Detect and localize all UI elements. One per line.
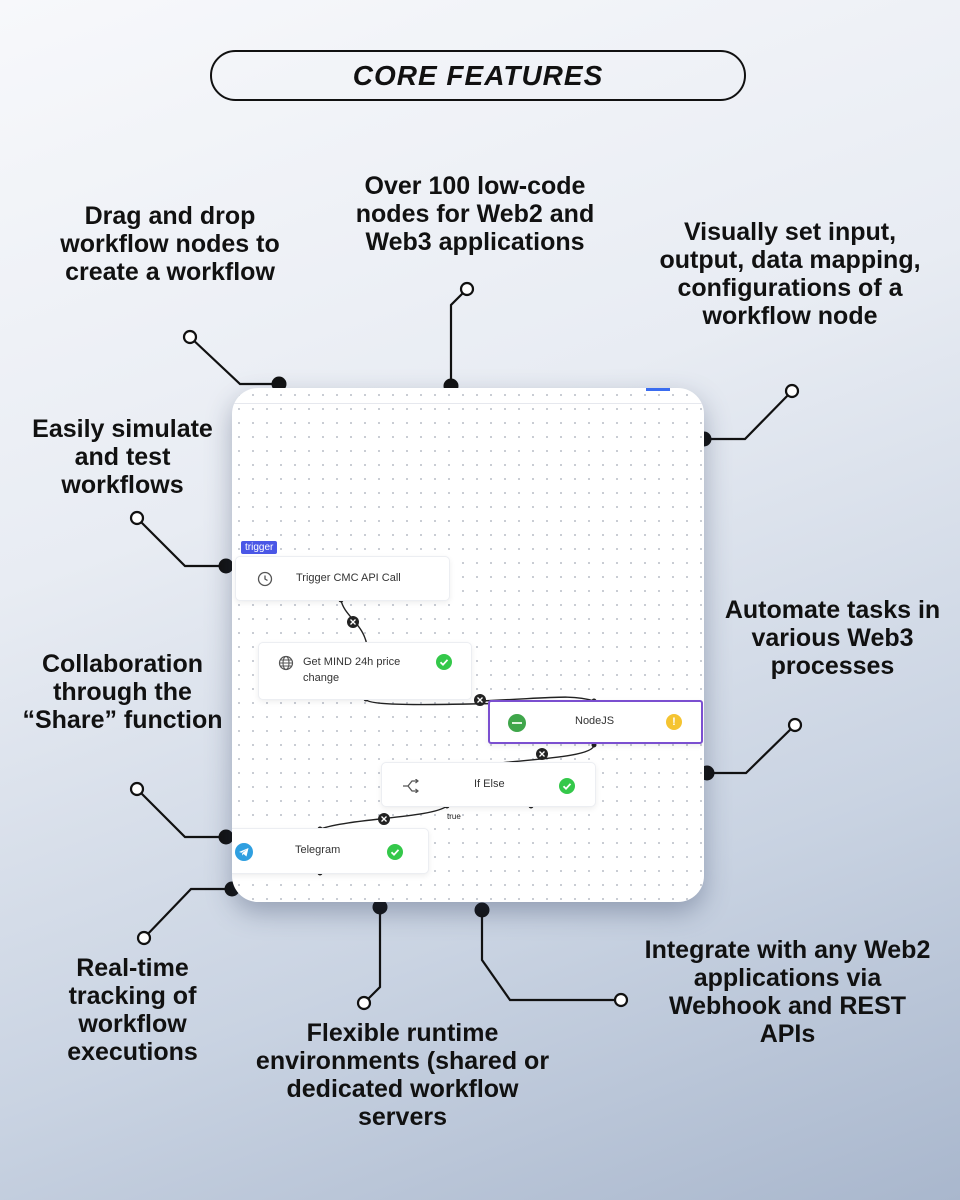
success-check-icon <box>559 778 575 794</box>
canvas-header-divider <box>232 403 704 404</box>
node-get-price[interactable]: Get MIND 24h price change <box>258 642 472 700</box>
warning-icon: ! <box>666 714 682 730</box>
branch-icon <box>403 779 419 793</box>
telegram-icon <box>235 843 253 861</box>
feature-automate: Automate tasks in various Web3 processes <box>724 596 941 680</box>
node-get-price-label: Get MIND 24h price change <box>303 656 401 684</box>
feature-collaboration: Collaboration through the “Share” functi… <box>22 650 223 734</box>
workflow-canvas[interactable]: true trigger Trigger CMC API Call Get MI… <box>232 388 704 902</box>
feature-runtime: Flexible runtime environments (shared or… <box>255 1019 550 1131</box>
canvas-tab-indicator <box>646 388 670 391</box>
globe-icon <box>278 655 294 671</box>
node-if-else[interactable]: If Else <box>381 762 596 807</box>
node-telegram[interactable]: Telegram <box>232 828 429 874</box>
node-nodejs[interactable]: NodeJS ! <box>488 700 703 744</box>
node-trigger-label: Trigger CMC API Call <box>296 572 401 584</box>
success-check-icon <box>436 654 452 670</box>
feature-low-code: Over 100 low-code nodes for Web2 and Web… <box>355 172 595 256</box>
node-telegram-label: Telegram <box>295 844 341 856</box>
edge-label-true: true <box>447 812 461 821</box>
node-nodejs-label: NodeJS <box>575 715 615 727</box>
feature-simulate: Easily simulate and test workflows <box>32 415 213 499</box>
feature-drag-drop: Drag and drop workflow nodes to create a… <box>60 202 280 286</box>
title-pill: CORE FEATURES <box>210 50 746 101</box>
trigger-tag: trigger <box>241 541 278 554</box>
clock-icon <box>257 571 273 587</box>
feature-integrate: Integrate with any Web2 applications via… <box>644 936 931 1048</box>
feature-tracking: Real-time tracking of workflow execution… <box>67 954 198 1066</box>
nodejs-icon <box>508 714 526 732</box>
page-title: CORE FEATURES <box>352 59 604 91</box>
node-if-else-label: If Else <box>474 778 505 790</box>
feature-visual-set: Visually set input, output, data mapping… <box>659 218 921 330</box>
success-check-icon <box>387 844 403 860</box>
node-trigger[interactable]: Trigger CMC API Call <box>235 556 450 601</box>
